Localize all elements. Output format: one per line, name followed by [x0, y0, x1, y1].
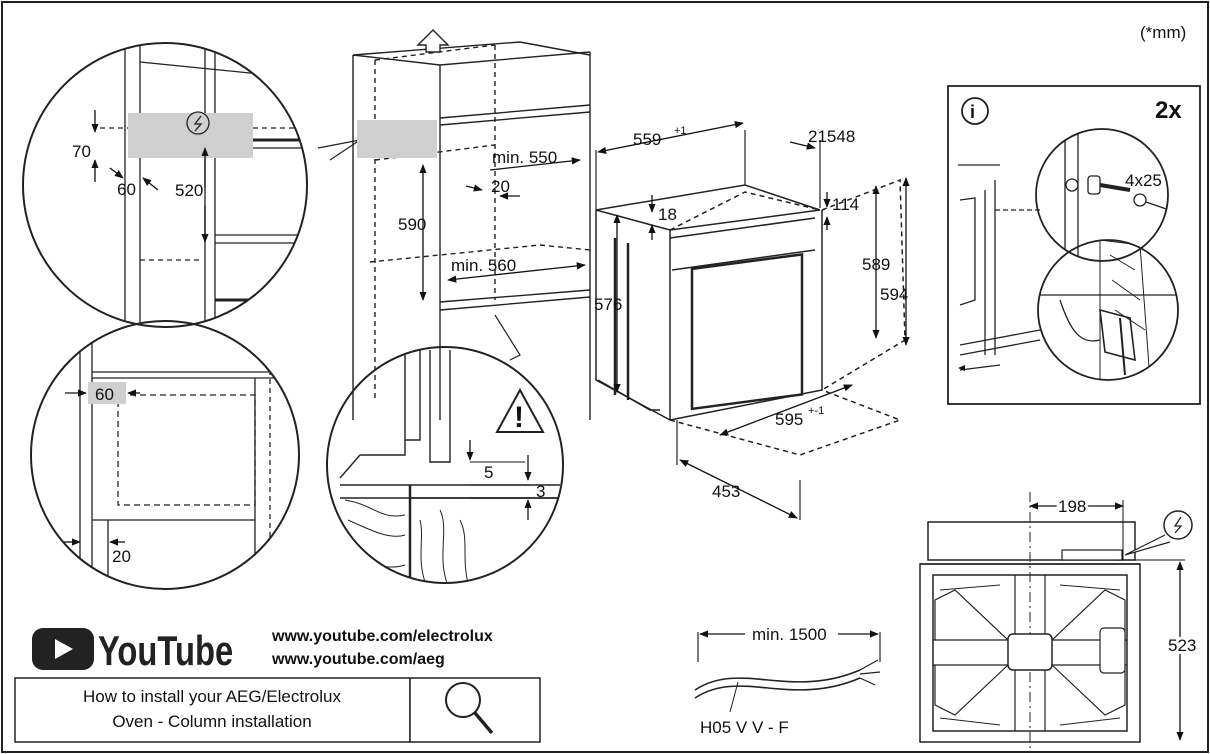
dim-70: 70 — [72, 142, 91, 161]
dim-min-560: min. 560 — [451, 256, 516, 275]
dim-198: 198 — [1058, 497, 1086, 516]
dim-589: 589 — [862, 255, 890, 274]
play-icon — [55, 639, 73, 659]
svg-text:523: 523 — [1168, 636, 1196, 655]
svg-text:!: ! — [514, 401, 524, 434]
cable-spec: min. 1500 H05 V V - F — [694, 625, 881, 737]
dim-18: 18 — [658, 205, 677, 224]
warning-icon — [495, 387, 545, 433]
dim-114: 114 — [832, 195, 859, 214]
dim-559: 559 — [633, 130, 661, 149]
dim-60: 60 — [95, 385, 114, 404]
cable-type: H05 V V - F — [700, 718, 789, 737]
power-socket-icon — [1163, 510, 1193, 540]
dim-595: 595 — [775, 410, 803, 429]
detail-bottom-left: 60 20 — [30, 320, 300, 590]
dim-594: 594 — [880, 285, 908, 304]
dim-595-tolerance: +-1 — [808, 405, 824, 417]
search-text-line2: Oven - Column installation — [112, 712, 311, 731]
detail-circle — [326, 346, 564, 584]
up-arrow-icon — [416, 29, 450, 53]
dim-523: 523 — [1168, 636, 1196, 655]
dim-520: 520 — [175, 181, 203, 200]
search-text-line1: How to install your AEG/Electrolux — [83, 687, 341, 706]
dim-60: 60 — [117, 180, 136, 199]
oven-top-view — [919, 492, 1193, 750]
svg-text:198: 198 — [1058, 497, 1086, 516]
dim-min-550: min. 550 — [492, 148, 557, 167]
info-icon — [961, 97, 989, 125]
detail-circle — [30, 320, 300, 590]
youtube-brand: YouTube — [98, 627, 233, 674]
dim-20: 20 — [112, 547, 131, 566]
dim-559-tolerance: +1 — [674, 125, 687, 137]
detail-top-left: 70 60 520 — [22, 42, 361, 328]
dim-453: 453 — [712, 482, 740, 501]
info-symbol: i — [970, 102, 975, 122]
oven — [595, 130, 906, 456]
cabinet-column — [352, 29, 591, 420]
cable-min-length: min. 1500 — [752, 625, 827, 644]
youtube-link-aeg[interactable]: www.youtube.com/aeg — [271, 651, 445, 668]
dim-21548: 21548 — [808, 127, 855, 146]
count-2x: 2x — [1155, 97, 1182, 124]
unit-note: (*mm) — [1140, 23, 1186, 42]
detail-floor: ! 5 3 — [326, 346, 564, 584]
youtube-link-electrolux[interactable]: www.youtube.com/electrolux — [271, 628, 493, 645]
youtube-logo: YouTube — [32, 627, 233, 674]
search-box[interactable]: How to install your AEG/Electrolux Oven … — [14, 677, 541, 743]
magnifier-icon[interactable] — [445, 682, 494, 735]
dim-20: 20 — [491, 177, 510, 196]
power-socket-icon — [186, 111, 210, 135]
info-panel: i 2x 4x25 — [947, 85, 1201, 405]
dim-5: 5 — [484, 463, 493, 482]
screw-size: 4x25 — [1125, 171, 1162, 190]
dim-590: 590 — [398, 215, 426, 234]
dim-3: 3 — [536, 482, 545, 501]
dim-576: 576 — [594, 295, 622, 314]
detail-circle — [22, 42, 308, 328]
